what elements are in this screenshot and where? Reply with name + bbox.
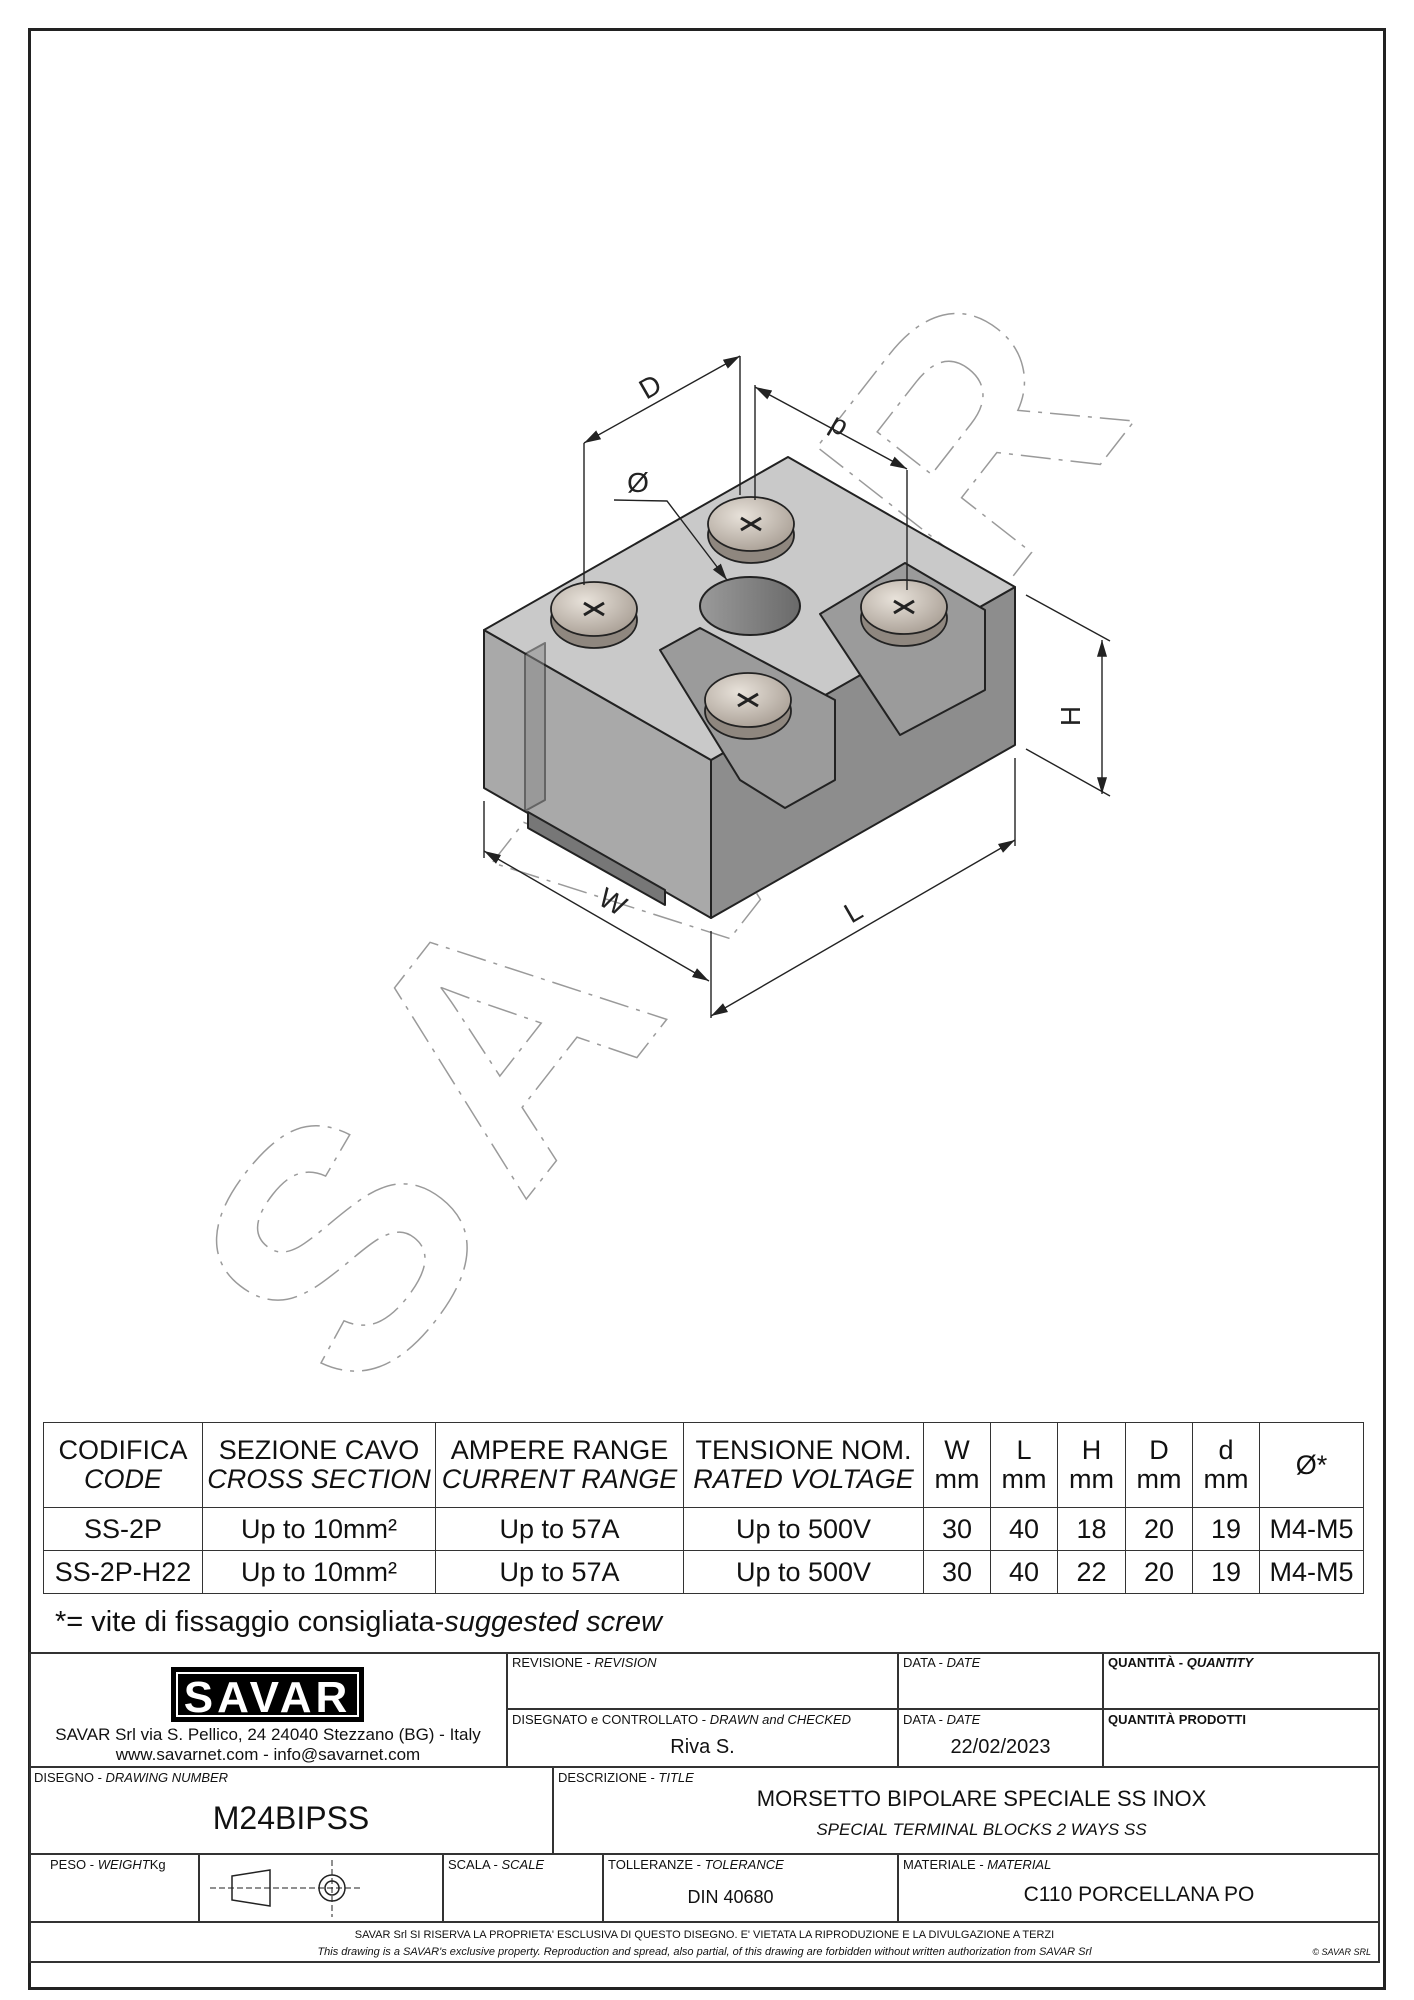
revision-date-cell: DATA - DATE — [898, 1652, 1103, 1709]
screw-icon — [704, 672, 792, 740]
cell-L: 40 — [990, 1550, 1058, 1594]
cell-screw: M4-M5 — [1259, 1550, 1364, 1594]
screws — [550, 496, 948, 740]
notice-cell: SAVAR Srl SI RISERVA LA PROPRIETA' ESCLU… — [29, 1922, 1380, 1963]
products-label: QUANTITÀ PRODOTTI — [1108, 1712, 1246, 1727]
cell-d: 19 — [1192, 1507, 1260, 1551]
tolerance-label: TOLLERANZE - TOLERANCE — [608, 1857, 784, 1872]
cell-W: 30 — [923, 1550, 991, 1594]
date-cell: DATA - DATE 22/02/2023 — [898, 1709, 1103, 1767]
drawing-frame — [28, 28, 1386, 1990]
cell-L: 40 — [990, 1507, 1058, 1551]
tolerance-cell: TOLLERANZE - TOLERANCE DIN 40680 — [603, 1854, 898, 1922]
footnote: *= vite di fissaggio consigliata-suggest… — [55, 1606, 662, 1638]
notice-italian: SAVAR Srl SI RISERVA LA PROPRIETA' ESCLU… — [354, 1929, 1055, 1941]
notch-left — [524, 642, 546, 812]
cell-W: 30 — [923, 1507, 991, 1551]
date-label: DATA - DATE — [903, 1655, 981, 1670]
date-label: DATA - DATE — [903, 1712, 981, 1727]
drawn-by: Riva S. — [670, 1736, 735, 1758]
copyright: © SAVAR SRL — [1312, 1947, 1371, 1957]
products-cell: QUANTITÀ PRODOTTI — [1103, 1709, 1380, 1767]
title-cell: DESCRIZIONE - TITLE MORSETTO BIPOLARE SP… — [553, 1767, 1380, 1854]
cell-current: Up to 57A — [435, 1507, 684, 1551]
cell-cross-section: Up to 10mm² — [202, 1507, 436, 1551]
material-cell: MATERIALE - MATERIAL C110 PORCELLANA PO — [898, 1854, 1380, 1922]
cell-current: Up to 57A — [435, 1550, 684, 1594]
isometric-drawing: SAVAR D d Ø H W L — [120, 202, 1215, 1420]
title-english: SPECIAL TERMINAL BLOCKS 2 WAYS SS — [816, 1820, 1147, 1839]
dim-label-H: H — [1055, 706, 1086, 726]
cell-voltage: Up to 500V — [683, 1507, 924, 1551]
cell-d: 19 — [1192, 1550, 1260, 1594]
header-screw: Ø* — [1259, 1422, 1364, 1508]
material-label: MATERIALE - MATERIAL — [903, 1857, 1052, 1872]
first-angle-projection-icon — [210, 1860, 360, 1917]
table-row: SS-2P Up to 10mm² Up to 57A Up to 500V 3… — [43, 1507, 1364, 1551]
weight-cell: PESO - WEIGHTKg — [29, 1854, 199, 1922]
drawing-date: 22/02/2023 — [950, 1736, 1051, 1758]
weight-label: PESO - WEIGHTKg — [50, 1857, 166, 1872]
revision-label: REVISIONE - REVISION — [512, 1655, 657, 1670]
drawn-label: DISEGNATO e CONTROLLATO - DRAWN and CHEC… — [512, 1712, 852, 1727]
header-voltage: TENSIONE NOM.RATED VOLTAGE — [683, 1422, 924, 1508]
company-address: SAVAR Srl via S. Pellico, 24 24040 Stezz… — [55, 1725, 481, 1744]
title-label: DESCRIZIONE - TITLE — [558, 1770, 694, 1785]
savar-logo: SAVAR — [171, 1667, 364, 1722]
dim-label-diameter: Ø — [627, 467, 649, 498]
center-hole — [699, 576, 801, 636]
dimensions — [483, 355, 1111, 1018]
cell-H: 18 — [1057, 1507, 1126, 1551]
drawing-number-label: DISEGNO - DRAWING NUMBER — [34, 1770, 229, 1785]
cell-D: 20 — [1125, 1550, 1193, 1594]
cell-H: 22 — [1057, 1550, 1126, 1594]
cell-cross-section: Up to 10mm² — [202, 1550, 436, 1594]
quantity-label: QUANTITÀ - QUANTITY — [1108, 1655, 1254, 1670]
drawn-cell: DISEGNATO e CONTROLLATO - DRAWN and CHEC… — [507, 1709, 898, 1767]
table-row: SS-2P-H22 Up to 10mm² Up to 57A Up to 50… — [43, 1550, 1364, 1594]
revision-cell: REVISIONE - REVISION — [507, 1652, 898, 1709]
cell-screw: M4-M5 — [1259, 1507, 1364, 1551]
company-cell: SAVAR SAVAR Srl via S. Pellico, 24 24040… — [29, 1652, 507, 1767]
projection-cell — [199, 1854, 443, 1922]
cell-voltage: Up to 500V — [683, 1550, 924, 1594]
screw-icon — [550, 581, 638, 649]
drawing-number: M24BIPSS — [212, 1800, 370, 1836]
screw-icon — [860, 579, 948, 647]
cell-code: SS-2P — [43, 1507, 203, 1551]
tolerance-value: DIN 40680 — [687, 1887, 774, 1907]
notice-english: This drawing is a SAVAR's exclusive prop… — [317, 1946, 1092, 1958]
drawing-number-cell: DISEGNO - DRAWING NUMBER M24BIPSS — [29, 1767, 553, 1854]
title-italian: MORSETTO BIPOLARE SPECIALE SS INOX — [756, 1786, 1207, 1811]
cell-D: 20 — [1125, 1507, 1193, 1551]
scale-cell: SCALA - SCALE — [443, 1854, 603, 1922]
material-value: C110 PORCELLANA PO — [1023, 1883, 1255, 1906]
quantity-cell: QUANTITÀ - QUANTITY — [1103, 1652, 1380, 1709]
company-contacts: www.savarnet.com - info@savarnet.com — [115, 1745, 421, 1764]
screw-icon — [707, 496, 795, 564]
scale-label: SCALA - SCALE — [448, 1857, 545, 1872]
cell-code: SS-2P-H22 — [43, 1550, 203, 1594]
